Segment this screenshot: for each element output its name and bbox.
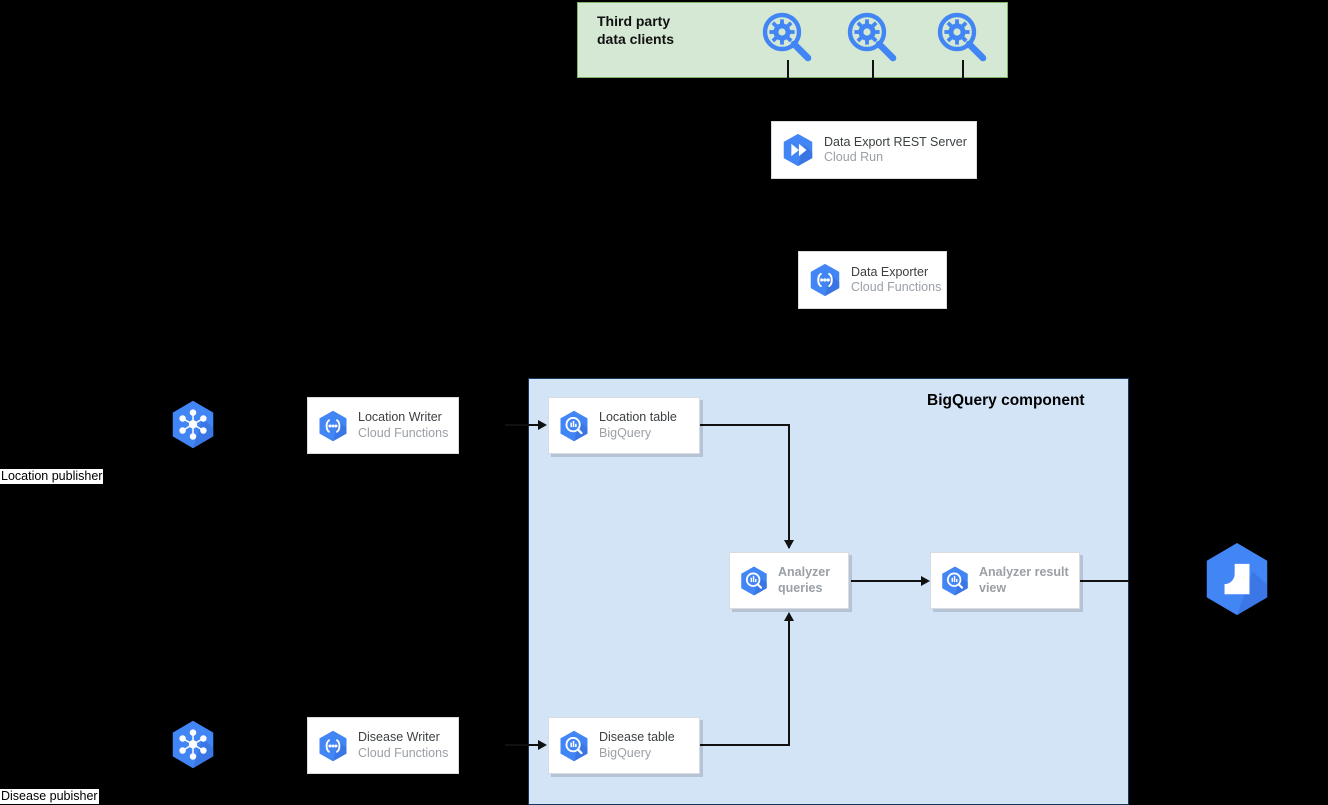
edge-disease-table-v xyxy=(788,620,790,745)
arrowhead-analyzer-queries-top xyxy=(784,540,794,549)
location-publisher-label: Location publisher xyxy=(0,469,104,484)
arrowhead-analyzer-queries-bottom xyxy=(784,612,794,621)
node-title: Analyzer result view xyxy=(979,565,1069,595)
edge-location-table-h xyxy=(700,424,790,426)
pubsub-icon xyxy=(166,396,220,454)
disease-publisher-label: Disease pubisher xyxy=(0,789,99,804)
edge-location-writer-to-table xyxy=(505,424,539,426)
node-location-table[interactable]: Location table BigQuery xyxy=(548,397,700,454)
node-subtitle: Cloud Functions xyxy=(358,745,449,760)
bigquery-icon xyxy=(931,564,979,598)
edge-result-view-out xyxy=(1080,580,1129,582)
cloud-run-icon xyxy=(772,131,824,169)
node-analyzer-result-view[interactable]: Analyzer result view xyxy=(930,552,1080,609)
bigquery-icon xyxy=(730,564,778,598)
third-party-data-clients-group xyxy=(577,2,1008,78)
client-3-stem xyxy=(962,60,964,79)
arrowhead-analyzer-result-view xyxy=(921,576,930,586)
client-1-stem xyxy=(787,60,789,79)
third-party-group-title: Third party data clients xyxy=(597,13,675,48)
node-title: Location Writer xyxy=(358,410,442,425)
arrowhead-disease-table xyxy=(538,740,547,750)
bigquery-icon xyxy=(549,728,599,764)
arrowhead-location-table xyxy=(538,420,547,430)
node-subtitle: BigQuery xyxy=(599,425,652,440)
edge-queries-to-result-view xyxy=(851,580,923,582)
node-title: Analyzer queries xyxy=(778,565,831,595)
client-2-stem xyxy=(872,60,874,79)
node-title: Disease Writer xyxy=(358,730,440,745)
node-analyzer-queries[interactable]: Analyzer queries xyxy=(729,552,849,609)
node-subtitle: BigQuery xyxy=(599,745,652,760)
edge-disease-table-h xyxy=(700,744,790,746)
magnifier-gear-icon xyxy=(846,11,900,65)
node-subtitle: Cloud Functions xyxy=(358,425,449,440)
edge-location-table-v xyxy=(788,424,790,548)
cloud-functions-icon xyxy=(799,261,851,299)
bigquery-component-title: BigQuery component xyxy=(927,392,1085,409)
edge-disease-writer-to-table xyxy=(505,744,539,746)
node-title: Data Export REST Server xyxy=(824,134,967,149)
bigquery-icon xyxy=(549,408,599,444)
cloud-functions-icon xyxy=(308,728,358,764)
node-data-export-rest-server[interactable]: Data Export REST Server Cloud Run xyxy=(771,121,977,179)
cloud-functions-icon xyxy=(308,408,358,444)
node-disease-writer[interactable]: Disease Writer Cloud Functions xyxy=(307,717,459,774)
node-subtitle: Cloud Run xyxy=(824,150,884,164)
data-studio-icon xyxy=(1198,538,1276,622)
node-location-writer[interactable]: Location Writer Cloud Functions xyxy=(307,397,459,454)
node-data-exporter[interactable]: Data Exporter Cloud Functions xyxy=(798,251,947,309)
pubsub-icon xyxy=(166,716,220,774)
node-title: Data Exporter xyxy=(851,264,929,279)
magnifier-gear-icon xyxy=(936,11,990,65)
node-title: Location table xyxy=(599,410,677,425)
node-title: Disease table xyxy=(599,730,675,745)
magnifier-gear-icon xyxy=(761,11,815,65)
node-subtitle: Cloud Functions xyxy=(851,280,942,294)
node-disease-table[interactable]: Disease table BigQuery xyxy=(548,717,700,774)
